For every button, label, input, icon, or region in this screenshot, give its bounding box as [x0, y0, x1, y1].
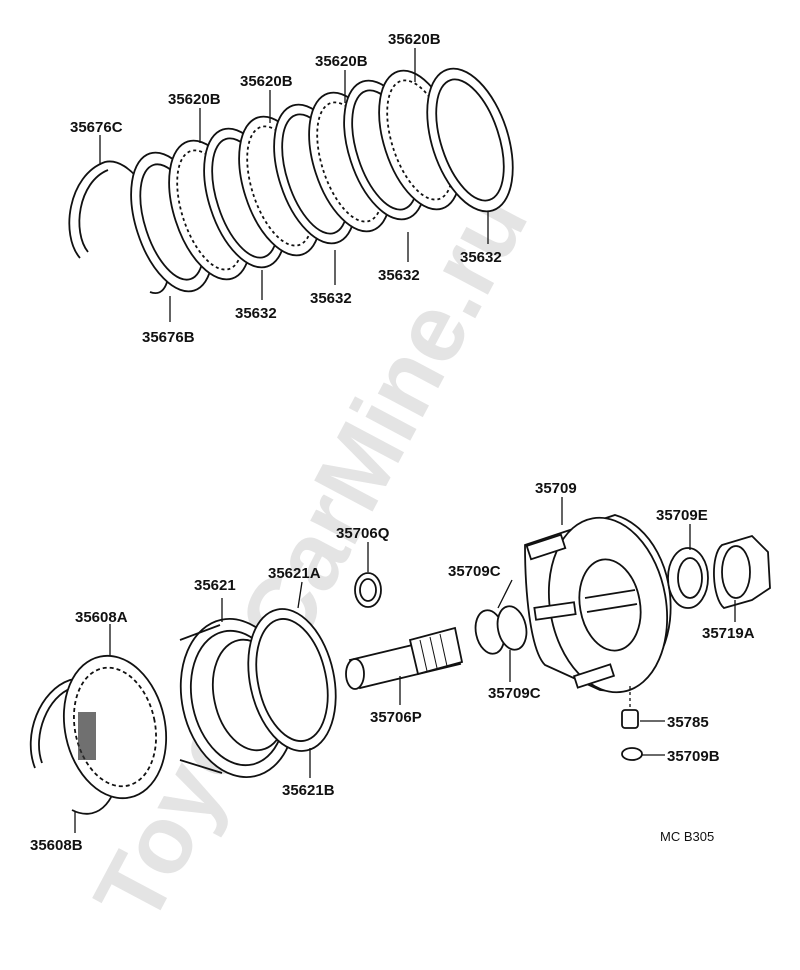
label-35706Q: 35706Q — [336, 525, 390, 542]
label-35709B: 35709B — [667, 748, 720, 765]
label-35632-3: 35632 — [378, 267, 420, 284]
label-35621B: 35621B — [282, 782, 335, 799]
label-35621A: 35621A — [268, 565, 321, 582]
clutch-drum-35709 — [524, 514, 672, 694]
label-35621: 35621 — [194, 577, 236, 594]
label-35709E: 35709E — [656, 507, 708, 524]
label-35632-4: 35632 — [460, 249, 502, 266]
clutch-plate-4 — [426, 67, 514, 213]
label-35676B: 35676B — [142, 329, 195, 346]
label-35709C-top: 35709C — [448, 563, 501, 580]
sun-gear-hub-35719A — [713, 534, 771, 609]
label-35620B-2: 35620B — [240, 73, 293, 90]
diagram-code: MC B305 — [660, 829, 714, 844]
label-35608A: 35608A — [75, 609, 128, 626]
label-35676C: 35676C — [70, 119, 123, 136]
label-35706P: 35706P — [370, 709, 422, 726]
label-35620B-3: 35620B — [315, 53, 368, 70]
label-35620B-1: 35620B — [168, 91, 221, 108]
seal-rings-35709C — [474, 605, 528, 655]
bushing-35706Q — [354, 572, 382, 608]
intermediate-shaft-35706P — [345, 626, 464, 690]
label-35632-2: 35632 — [310, 290, 352, 307]
label-35709: 35709 — [535, 480, 577, 497]
label-35632-1: 35632 — [235, 305, 277, 322]
clutch-pack-group — [68, 67, 514, 295]
o-ring-35709B — [621, 747, 643, 761]
label-35608B: 35608B — [30, 837, 83, 854]
label-35709C-bottom: 35709C — [488, 685, 541, 702]
thrust-washer-35709E — [667, 547, 709, 609]
check-ball-35785 — [621, 709, 639, 729]
label-35719A: 35719A — [702, 625, 755, 642]
label-35620B-4: 35620B — [388, 31, 441, 48]
label-35785: 35785 — [667, 714, 709, 731]
thrust-washer-35621A — [247, 608, 337, 752]
one-way-clutch-35608A — [62, 654, 168, 800]
